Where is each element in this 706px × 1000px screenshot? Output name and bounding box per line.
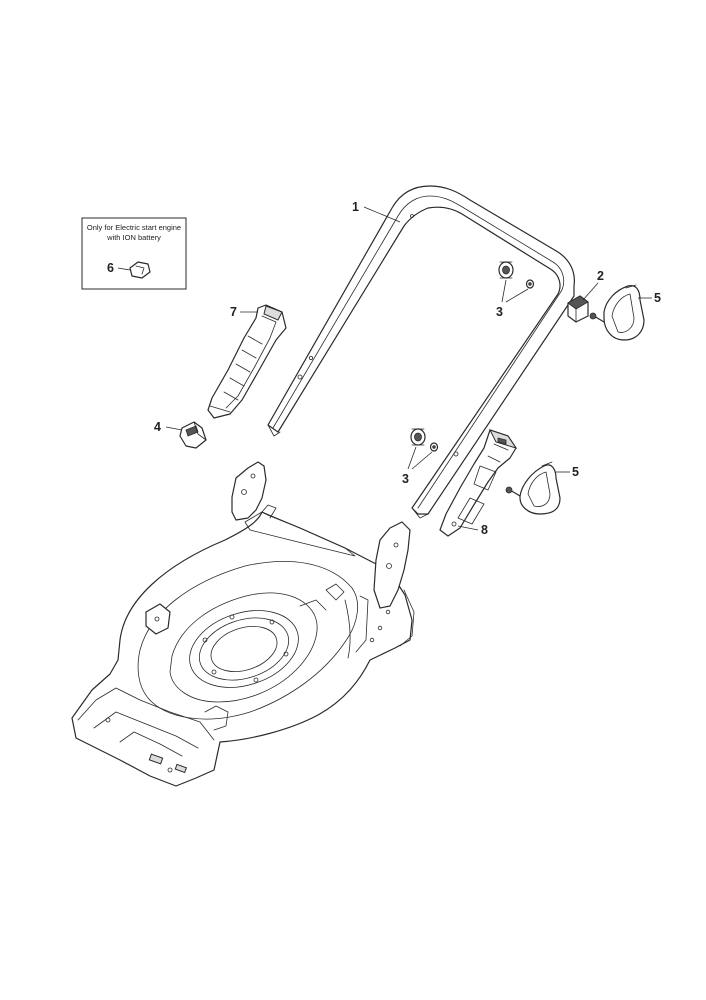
callout-5-upper-label: 5	[654, 291, 661, 305]
callout-1-label: 1	[352, 200, 359, 214]
note-line-1: Only for Electric start engine	[87, 223, 181, 232]
callout-4: 4	[154, 420, 183, 434]
callout-8-label: 8	[481, 523, 488, 537]
knob-nut-lower	[410, 428, 439, 452]
cable-clip	[567, 295, 589, 323]
callout-3-upper: 3	[496, 279, 529, 319]
electric-start-note-box: Only for Electric start engine with ION …	[81, 217, 187, 290]
callout-4-label: 4	[154, 420, 161, 434]
callout-2: 2	[582, 269, 604, 301]
callout-3-lower: 3	[402, 446, 433, 486]
knob-nut-upper	[498, 261, 535, 289]
upper-handle	[267, 185, 575, 519]
callout-7: 7	[230, 305, 258, 319]
callout-7-label: 7	[230, 305, 237, 319]
callout-5-upper: 5	[638, 291, 661, 305]
ion-key-part	[129, 261, 151, 279]
right-grip-battery-holder	[439, 429, 518, 537]
callout-1: 1	[352, 200, 401, 223]
callout-5-lower-label: 5	[572, 465, 579, 479]
callout-3-lower-label: 3	[402, 472, 409, 486]
lever-knob-upper	[589, 284, 645, 341]
connector-clip	[179, 421, 207, 449]
left-grip-cover	[207, 304, 287, 419]
lever-knob-lower	[505, 461, 561, 515]
callout-5-lower: 5	[556, 465, 579, 479]
callout-2-label: 2	[597, 269, 604, 283]
callout-3-upper-label: 3	[496, 305, 503, 319]
note-line-2: with ION battery	[106, 233, 161, 242]
mower-deck	[71, 461, 415, 787]
callout-6-label: 6	[107, 261, 114, 275]
callout-8: 8	[457, 523, 488, 537]
